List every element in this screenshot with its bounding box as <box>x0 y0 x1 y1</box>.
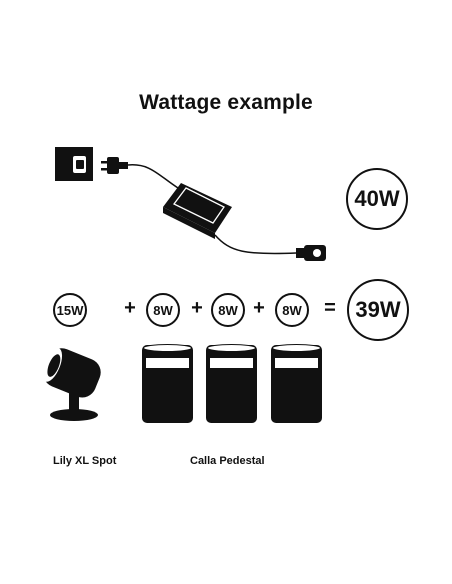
page-title: Wattage example <box>139 91 313 114</box>
spot-product-label: Lily XL Spot <box>53 455 117 467</box>
plus-operator: + <box>191 297 203 319</box>
socket-icon <box>55 147 93 181</box>
plus-operator: + <box>253 297 265 319</box>
pedestal-product-label: Calla Pedestal <box>190 455 265 467</box>
pedestal-light-icon <box>271 344 322 423</box>
cable-connector-icon <box>296 245 326 261</box>
power-adapter-icon <box>163 183 232 239</box>
pedestal-wattage-badge: 8W <box>146 293 180 327</box>
adapter-wattage-badge: 40W <box>346 168 408 230</box>
total-wattage-badge: 39W <box>347 279 409 341</box>
equals-operator: = <box>324 297 336 319</box>
pedestal-light-icon <box>142 344 193 423</box>
pedestal-wattage-badge: 8W <box>275 293 309 327</box>
plug-icon <box>101 157 128 174</box>
spotlight-icon <box>41 347 101 421</box>
pedestal-light-icon <box>206 344 257 423</box>
pedestal-wattage-badge: 8W <box>211 293 245 327</box>
plus-operator: + <box>124 297 136 319</box>
spot-wattage-badge: 15W <box>53 293 87 327</box>
